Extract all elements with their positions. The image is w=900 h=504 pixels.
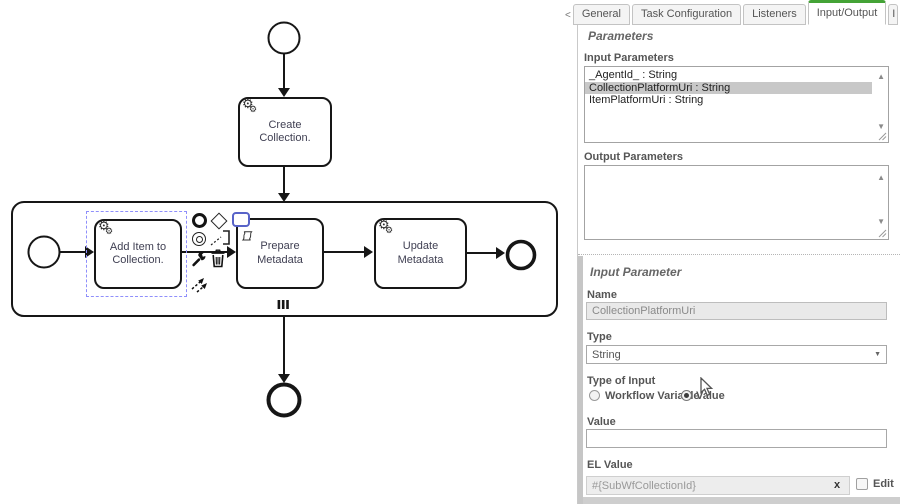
selection-outline [86,211,187,297]
service-task-gear-icon: ⚙ [385,225,394,235]
task-add-item-to-collection[interactable]: ⚙ ⚙ Add Item to Collection. [94,219,182,289]
append-intermediate-event-icon[interactable] [192,232,206,246]
input-parameters-label: Input Parameters [584,52,674,64]
radio-workflow-variable[interactable] [589,390,600,401]
scroll-down-icon[interactable]: ▼ [877,217,885,226]
sequence-flows[interactable] [60,54,498,376]
radio-workflow-variable-label: Workflow Variable [605,390,700,402]
panel-tab-bar: < General Task Configuration Listeners I… [564,0,900,25]
tab-input-output[interactable]: Input/Output [807,0,887,25]
task-label: Update [402,240,439,252]
flow-arrowheads [85,88,505,383]
el-value-label: EL Value [587,459,633,471]
task-update-metadata[interactable]: ⚙ ⚙ Update Metadata [374,218,467,289]
append-task-icon[interactable] [232,212,250,227]
tab-overflow-label: I [892,8,896,20]
connect-tool-icon[interactable] [190,271,210,293]
task-label: Prepare [260,240,300,252]
task-label: Collection. [112,254,164,266]
service-task-gear-icon: ⚙ [249,104,258,114]
tab-overflow[interactable]: I > [888,4,898,25]
output-parameters-label: Output Parameters [584,151,684,163]
value-label: Value [587,416,616,428]
wrench-icon[interactable] [191,251,208,268]
service-task-gear-icon: ⚙ [105,226,114,236]
el-value-input[interactable] [586,476,850,495]
tabs-scroll-left-icon[interactable]: < [565,10,571,21]
service-task-gear-icon: ⚙ [378,217,390,232]
append-text-annotation-icon[interactable] [209,229,231,247]
list-item[interactable]: ItemPlatformUri : String [589,94,704,107]
name-label: Name [587,289,617,301]
subprocess-end-event[interactable] [505,239,537,271]
panel-divider [577,23,578,504]
scroll-down-icon[interactable]: ▼ [877,122,885,131]
tab-general[interactable]: General [572,4,630,25]
trash-icon[interactable] [210,249,226,268]
list-item-selected[interactable]: CollectionPlatformUri : String [585,81,872,95]
subprocess-start-event[interactable] [27,235,61,269]
task-label: Create [268,118,302,131]
end-event[interactable] [266,382,302,418]
intermediate-event-inner-ring [195,235,203,243]
scroll-up-icon[interactable]: ▲ [877,173,885,182]
panel-bottom-scrollbar[interactable] [583,497,900,504]
parameters-heading: Parameters [588,29,654,43]
list-item[interactable]: _AgentId_ : String [589,69,678,81]
append-end-event-icon[interactable] [192,213,207,228]
task-label: Metadata [257,253,303,266]
input-parameter-heading: Input Parameter [590,265,682,279]
scroll-up-icon[interactable]: ▲ [877,72,885,81]
type-of-input-label: Type of Input [587,375,656,387]
tab-task-configuration[interactable]: Task Configuration [631,4,742,25]
output-parameters-list[interactable]: ▲ ▼ [584,165,889,240]
mouse-cursor-icon [700,377,714,397]
name-input[interactable] [586,302,887,320]
dropdown-arrow-icon: ▼ [874,351,881,358]
service-task-gear-icon: ⚙ [242,96,254,111]
task-label: Add Item to [109,240,167,253]
clear-el-value-icon[interactable]: x [834,479,841,491]
task-label: Collection. [259,132,311,144]
service-task-gear-icon: ⚙ [98,218,110,233]
type-select-value: String [592,348,621,361]
section-separator [578,254,900,255]
task-create-collection[interactable]: ⚙ ⚙ Create Collection. [238,97,332,167]
edit-checkbox-label: Edit [873,478,894,490]
type-select[interactable]: String ▼ [586,345,887,364]
value-input[interactable] [586,429,887,448]
radio-value-label: Value [696,390,725,402]
task-prepare-metadata[interactable]: Prepare Metadata [236,218,324,289]
input-parameters-list[interactable]: _AgentId_ : String CollectionPlatformUri… [584,66,889,143]
radio-value[interactable] [681,390,692,401]
task-label: Metadata [397,253,444,266]
tab-listeners[interactable]: Listeners [743,4,806,25]
panel-scrollbar[interactable] [578,256,583,504]
edit-checkbox[interactable] [856,478,868,490]
type-label: Type [587,331,612,343]
resize-handle-icon[interactable] [878,229,887,238]
start-event[interactable] [267,21,301,55]
resize-handle-icon[interactable] [878,132,887,141]
multi-instance-marker-icon [277,300,289,309]
script-task-icon [241,231,253,241]
